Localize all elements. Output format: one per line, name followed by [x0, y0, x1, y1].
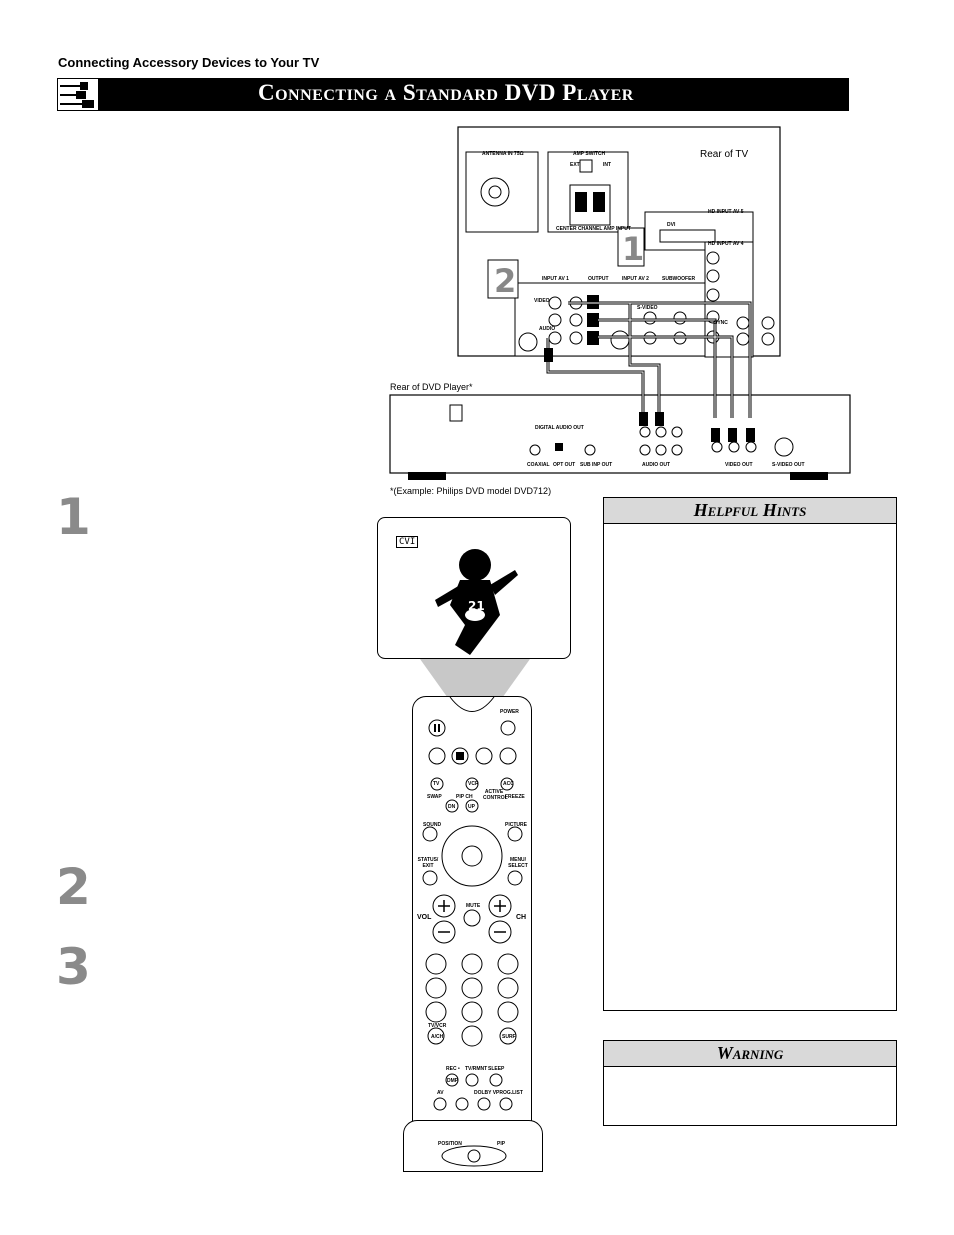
remote-sleep-label: SLEEP: [488, 1066, 505, 1072]
video-label: VIDEO: [534, 298, 550, 304]
remote-tvvcr-label: TV/VCR: [428, 1023, 447, 1029]
remote-rec-label: REC •: [446, 1066, 460, 1072]
remote-dn-label: DN: [448, 804, 456, 810]
remote-pip-label: PIP: [497, 1141, 506, 1147]
sub-inp-out-label: SUB INP OUT: [580, 462, 613, 468]
video-out-label: VIDEO OUT: [725, 462, 753, 468]
remote-vol-label: VOL: [417, 914, 432, 921]
remote-power-label: POWER: [500, 709, 519, 715]
step-number-3: 3: [56, 938, 91, 996]
remote-menu-select-label: MENU/ SELECT: [508, 857, 528, 869]
remote-acc-label: ACC: [503, 781, 514, 787]
remote-pipch-label: PIP CH: [456, 794, 473, 800]
callout-2: 2: [494, 262, 516, 300]
amp-switch-label: AMP SWITCH: [573, 151, 606, 157]
step-number-1: 1: [56, 488, 91, 546]
dvi-label: DVI: [667, 222, 676, 228]
remote-tvrmt-label: TV/RMNT: [465, 1066, 488, 1072]
remote-swap-label: SWAP: [427, 794, 442, 800]
remote-sound-label: SOUND: [423, 822, 442, 828]
remote-buttons: 3: [422, 696, 523, 1167]
warning-heading: Warning: [604, 1041, 896, 1067]
remote-surf-label: SURF: [502, 1034, 516, 1040]
remote-ch-label: CH: [516, 914, 527, 921]
input-av1-label: INPUT AV 1: [542, 276, 569, 282]
svg-text:21: 21: [468, 599, 485, 613]
football-player-image: 21: [435, 549, 518, 655]
remote-freeze-label: FREEZE: [505, 794, 525, 800]
callout-1: 1: [622, 230, 644, 268]
dvd-model-note: *(Example: Philips DVD model DVD712): [390, 486, 552, 496]
warning-box: Warning: [603, 1040, 897, 1126]
section-label: Connecting Accessory Devices to Your TV: [58, 55, 320, 70]
cvi-badge: CVI: [396, 536, 419, 548]
opt-out-label: OPT OUT: [553, 462, 576, 468]
hd-input-av5-label: HD INPUT AV 5: [708, 209, 744, 215]
int-label: INT: [603, 162, 612, 168]
remote-picture-label: PICTURE: [505, 822, 527, 828]
remote-proglist-label: PROG.LIST: [496, 1090, 523, 1096]
remote-vcr-label: VCR: [468, 781, 479, 787]
remote-mute-label: MUTE: [466, 903, 481, 909]
input-av2-label: INPUT AV 2: [622, 276, 649, 282]
title-bar: [57, 78, 849, 111]
sync-label: SYNC: [714, 320, 728, 326]
page-title: Connecting a Standard DVD Player: [258, 80, 634, 105]
output-label: OUTPUT: [588, 276, 609, 282]
rear-dvd-label: Rear of DVD Player*: [390, 382, 473, 392]
remote-dolby-label: DOLBY V: [474, 1090, 497, 1096]
rear-tv-label: Rear of TV: [700, 149, 749, 160]
subwoofer-label: SUBWOOFER: [662, 276, 696, 282]
step-number-2: 2: [56, 858, 91, 916]
connector-icon: [57, 78, 99, 111]
remote-dmp-label: DMP: [447, 1078, 459, 1084]
digital-audio-out-label: DIGITAL AUDIO OUT: [535, 425, 584, 431]
s-video-out-label: S-VIDEO OUT: [772, 462, 805, 468]
s-video-label: S-VIDEO: [637, 305, 658, 311]
remote-status-exit-label: STATUS/ EXIT: [417, 857, 439, 869]
ext-label: EXT: [570, 162, 580, 168]
audio-label: AUDIO: [539, 326, 556, 332]
remote-beam: [420, 659, 530, 701]
coaxial-label: COAXIAL: [527, 462, 550, 468]
hd-input-av4-label: HD INPUT AV 4: [708, 241, 744, 247]
connection-diagram: 2 1: [389, 126, 851, 480]
remote-position-label: POSITION: [438, 1141, 462, 1147]
remote-control: [412, 696, 532, 1172]
remote-tv-label: TV: [433, 781, 440, 787]
remote-av-label: AV: [437, 1090, 444, 1096]
audio-out-label: AUDIO OUT: [642, 462, 671, 468]
remote-active-control-label: ACTIVE CONTROL: [483, 789, 508, 801]
remote-up-label: UP: [468, 804, 475, 810]
helpful-hints-box: Helpful Hints: [603, 497, 897, 1011]
dvd-rear-panel: [389, 394, 851, 474]
helpful-hints-heading: Helpful Hints: [604, 498, 896, 524]
center-channel-label: CENTER CHANNEL AMP INPUT: [556, 226, 631, 232]
antenna-label: ANTENNA IN 75Ω: [482, 151, 524, 157]
remote-ach-label: A/CH: [431, 1034, 444, 1040]
